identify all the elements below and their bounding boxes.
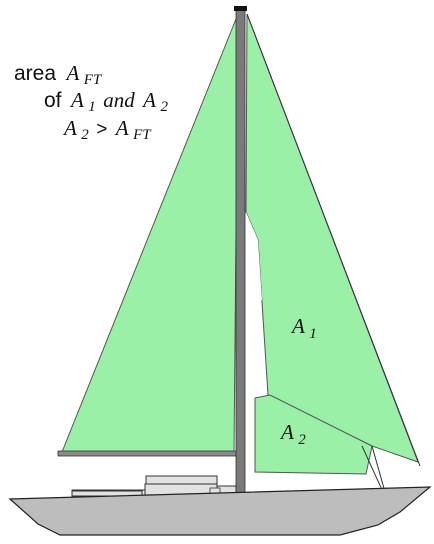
forestay bbox=[246, 13, 421, 467]
sheet-line-a1 bbox=[361, 445, 384, 493]
caption-ineq-sub1: 2 bbox=[81, 127, 89, 143]
overlap-sail-a2 bbox=[254, 394, 373, 475]
label-a2-var: A bbox=[279, 420, 294, 444]
mast bbox=[235, 7, 246, 497]
headsail-a1 bbox=[245, 13, 419, 463]
caption-of-conj: and bbox=[103, 88, 135, 112]
caption-of-var2: A bbox=[141, 88, 156, 112]
svg-text:area A FT: area A FT bbox=[14, 61, 103, 88]
caption-ineq-var2: A bbox=[114, 116, 129, 140]
svg-text:of A 1 and: of A 1 and A 2 bbox=[44, 88, 168, 115]
label-a1: A 1 bbox=[290, 314, 317, 342]
label-a1-var: A bbox=[290, 314, 305, 338]
caption-ineq-var1: A bbox=[62, 116, 77, 140]
boom bbox=[57, 450, 237, 457]
caption-of-sub1: 1 bbox=[88, 99, 96, 115]
sail-gap bbox=[246, 212, 262, 300]
sheet-line-a2 bbox=[371, 445, 386, 493]
caption-of-sub2: 2 bbox=[160, 99, 168, 115]
hull bbox=[8, 486, 432, 536]
label-a1-sub: 1 bbox=[309, 326, 317, 342]
svg-text:A 2 > A: A 2 > A FT bbox=[62, 116, 152, 143]
caption-of-word: of bbox=[44, 89, 62, 112]
caption-of-var1: A bbox=[69, 88, 84, 112]
caption-area-word: area bbox=[14, 62, 56, 85]
cockpit-coaming bbox=[71, 490, 143, 498]
label-a2-sub: 2 bbox=[298, 432, 306, 448]
caption-ineq-sub2: FT bbox=[132, 127, 152, 143]
caption: area A FT of A 1 and A 2 A 2 > A FT bbox=[14, 61, 168, 143]
caption-ineq-op: > bbox=[96, 119, 107, 140]
caption-area-sub: FT bbox=[83, 72, 103, 88]
label-a2: A 2 bbox=[279, 420, 306, 448]
caption-area-var: A bbox=[64, 61, 79, 85]
masthead bbox=[234, 6, 247, 11]
